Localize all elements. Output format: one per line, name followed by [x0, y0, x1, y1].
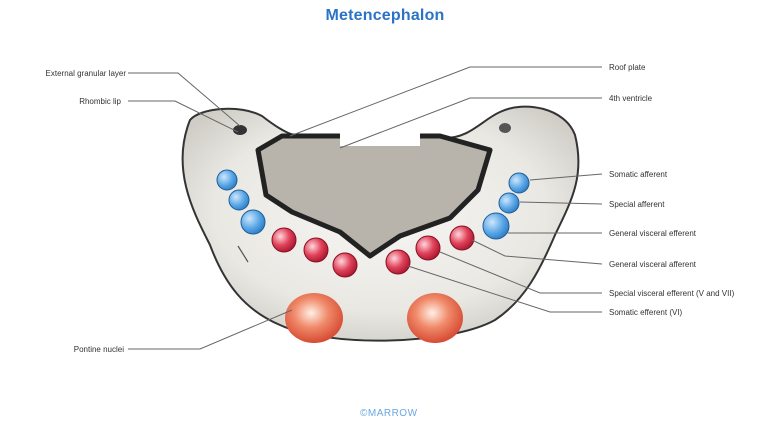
rhombic-lip-right: [499, 123, 511, 133]
rhombic-lip-left: [233, 125, 247, 135]
afferent-nucleus: [217, 170, 237, 190]
efferent-nucleus: [386, 250, 410, 274]
label-4th-ventricle: 4th ventricle: [609, 94, 653, 103]
afferent-nucleus: [509, 173, 529, 193]
afferent-nucleus: [499, 193, 519, 213]
efferent-nucleus: [416, 236, 440, 260]
efferent-nucleus: [304, 238, 328, 262]
efferent-nucleus: [272, 228, 296, 252]
label-general-visceral-afferent: General visceral afferent: [609, 260, 697, 269]
footer-watermark: ©MARROW: [360, 408, 418, 419]
label-somatic-afferent: Somatic afferent: [609, 170, 668, 179]
label-somatic-efferent: Somatic efferent (VI): [609, 308, 683, 317]
efferent-nucleus: [450, 226, 474, 250]
label-special-afferent: Special afferent: [609, 200, 665, 209]
afferent-nucleus: [229, 190, 249, 210]
label-external-granular-layer: External granular layer: [46, 69, 127, 78]
pontine-nucleus-left: [285, 293, 343, 343]
pontine-nucleus-right: [407, 293, 463, 343]
afferent-nucleus: [241, 210, 265, 234]
afferent-nucleus: [483, 213, 509, 239]
label-general-visceral-efferent: General visceral efferent: [609, 229, 697, 238]
label-special-visceral-efferent: Special visceral efferent (V and VII): [609, 289, 735, 298]
efferent-nucleus: [333, 253, 357, 277]
label-roof-plate: Roof plate: [609, 63, 646, 72]
label-pontine-nuclei: Pontine nuclei: [74, 345, 124, 354]
label-rhombic-lip: Rhombic lip: [79, 97, 121, 106]
